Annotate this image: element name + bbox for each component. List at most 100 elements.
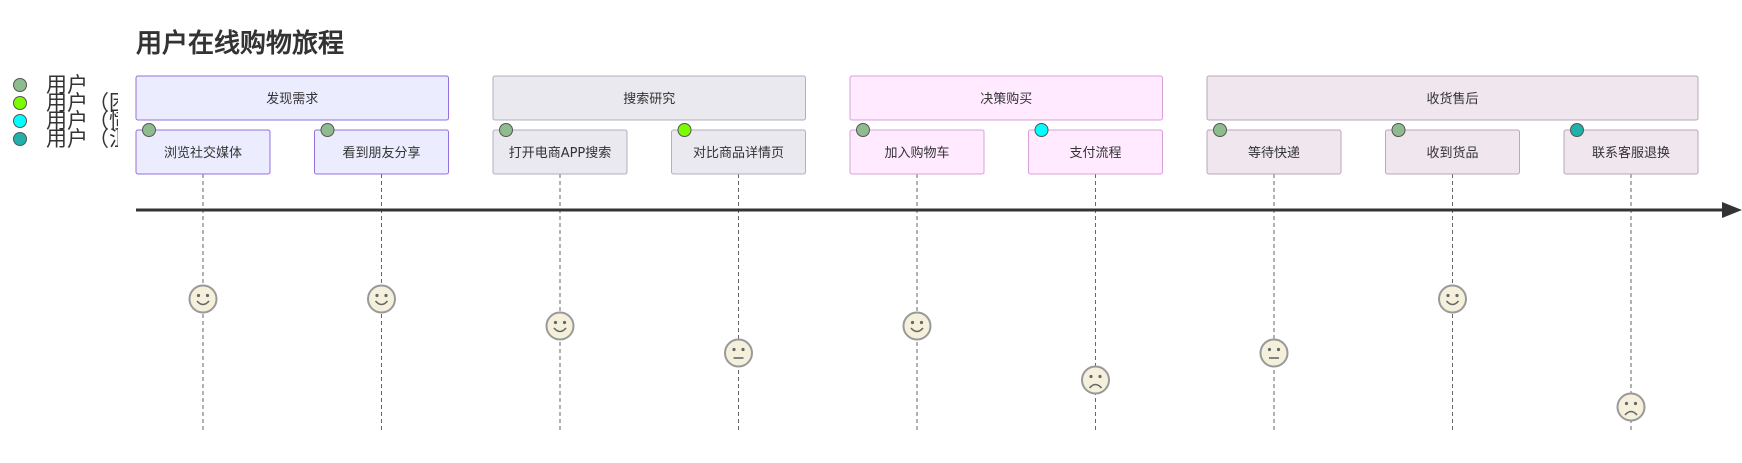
face-outline [1616,392,1646,422]
face-eye [1267,347,1272,352]
satisfaction-face [188,284,218,314]
task-node: 联系客服退换 [1563,123,1699,175]
task-box [671,129,806,175]
actor-marker [1570,123,1584,137]
face-eye [1089,374,1093,379]
task-guidelines [202,174,1632,433]
face-eye [1455,293,1459,298]
task-label: 浏览社交媒体 [164,145,242,161]
section-box [1206,75,1699,121]
face-eye [1633,401,1638,406]
task-box [1385,129,1520,175]
task-node: 浏览社交媒体 [135,123,271,175]
actor-marker [320,123,335,137]
section-label: 决策购买 [980,91,1032,107]
journey-tasks: 浏览社交媒体 看到朋友分享 打开电商APP搜索 对比商品详情页 加入购物车 支付流程 等待快… [135,123,1699,175]
face-eye [562,320,567,325]
face-outline [188,284,218,314]
face-eye [196,293,201,298]
legend-swatch [13,132,27,146]
section-box [849,75,1163,121]
task-label: 对比商品详情页 [693,146,784,161]
section: 发现需求 [135,75,449,121]
face-mouth [1088,383,1103,389]
task-box [1206,129,1342,175]
face-eye [1446,293,1450,298]
section-label: 收货售后 [1426,91,1478,107]
actor-marker [1213,123,1227,137]
satisfaction-face [545,311,575,341]
face-mouth [553,327,567,333]
actor-marker [499,123,513,137]
section-label: 发现需求 [266,91,318,107]
legend-swatch [13,114,27,128]
actor-marker [856,123,870,137]
task-box [135,129,271,175]
task-node: 打开电商APP搜索 [492,123,628,175]
face-eye [1276,347,1281,352]
task-label: 看到朋友分享 [342,145,420,161]
timeline-axis [136,202,1742,218]
section: 搜索研究 [492,75,806,121]
legend-swatch [13,78,27,92]
face-eye [741,347,745,352]
satisfaction-faces [188,284,1646,422]
face-eye [205,293,210,298]
face-mouth [1445,300,1460,306]
journey-sections: 发现需求 搜索研究 决策购买 收货售后 [135,75,1699,121]
face-outline [1438,284,1467,314]
face-outline [1259,338,1289,368]
face-eye [1624,401,1629,406]
legend-label: 用户 [46,73,88,97]
face-eye [1098,374,1102,379]
legend-label: 用户（沮 [46,127,130,151]
section: 收货售后 [1206,75,1699,121]
section-box [135,75,449,121]
face-mouth [196,300,210,306]
task-node: 等待快递 [1206,123,1342,175]
diagram-title: 用户在线购物旅程 [136,28,344,59]
task-node: 支付流程 [1028,123,1163,175]
section-box [492,75,806,121]
legend-swatch [13,96,27,110]
face-eye [384,293,388,298]
actor-marker [677,123,692,137]
task-box [1028,129,1163,175]
task-node: 收到货品 [1385,123,1520,175]
section: 决策购买 [849,75,1163,121]
satisfaction-face [367,284,396,314]
legend-label: 用户（愤怒 [46,109,151,133]
face-eye [732,347,736,352]
face-mouth [374,300,389,306]
satisfaction-face [724,338,753,368]
task-label: 打开电商APP搜索 [509,146,612,161]
task-box [492,129,628,175]
satisfaction-face [1081,365,1110,395]
satisfaction-face [1616,392,1646,422]
section-label: 搜索研究 [623,92,675,107]
legend-label: 用户（困 [46,91,130,115]
task-box [1563,129,1699,175]
task-label: 支付流程 [1069,146,1121,161]
task-box [849,129,985,175]
face-mouth [1624,410,1638,416]
face-outline [1081,365,1110,395]
face-eye [910,320,915,325]
task-label: 联系客服退换 [1592,145,1670,161]
axis-arrowhead [1722,202,1742,218]
actor-marker [1391,123,1406,137]
face-outline [367,284,396,314]
face-eye [919,320,924,325]
task-node: 加入购物车 [849,123,985,175]
face-mouth [910,327,924,333]
face-outline [724,338,753,368]
face-outline [902,311,932,341]
task-label: 加入购物车 [884,145,949,161]
task-node: 对比商品详情页 [671,123,806,175]
task-node: 看到朋友分享 [314,123,449,175]
satisfaction-face [1259,338,1289,368]
task-label: 收到货品 [1426,145,1478,161]
task-label: 等待快递 [1248,145,1300,161]
task-box [314,129,449,175]
